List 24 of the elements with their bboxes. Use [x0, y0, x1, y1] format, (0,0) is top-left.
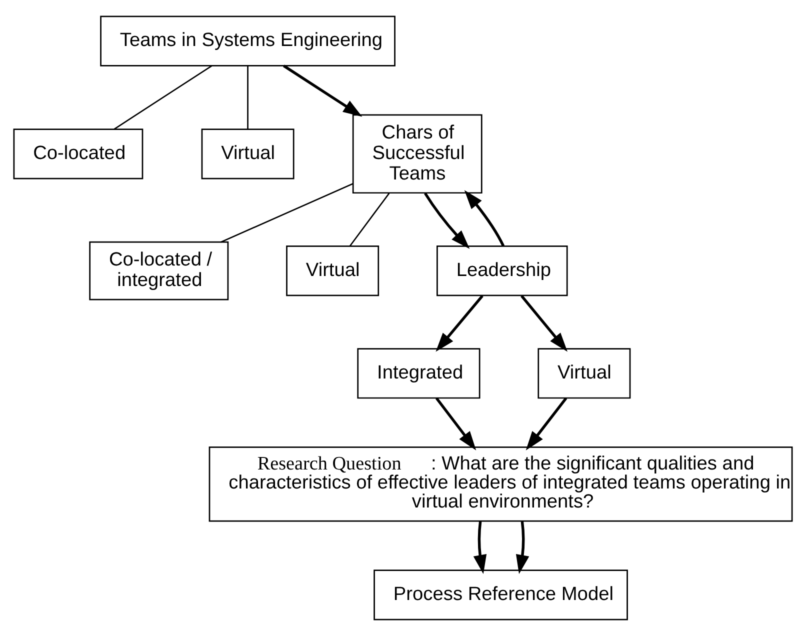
- arrow: [473, 520, 487, 574]
- arrow: [520, 294, 568, 352]
- arrow: [283, 64, 362, 116]
- arrow: [435, 396, 476, 450]
- node-box: Virtual: [201, 128, 294, 179]
- node-box: Process Reference Model: [374, 569, 628, 620]
- arrow: [424, 192, 470, 248]
- arrow: [516, 520, 530, 574]
- node-box: Co-located: [13, 128, 144, 179]
- node-box: Teams in Systems Engineering: [100, 15, 396, 66]
- node-box: Virtual: [538, 348, 631, 398]
- node-box: Co-located / integrated: [89, 240, 229, 300]
- node-box: Chars of Successful Teams: [352, 114, 482, 194]
- node-box: Virtual: [286, 245, 380, 296]
- arrow: [464, 190, 505, 246]
- node-box: Leadership: [436, 245, 568, 296]
- connector: [114, 64, 212, 130]
- arrow: [526, 396, 568, 450]
- arrow: [436, 294, 484, 352]
- connector: [247, 65, 248, 129]
- node-box: Integrated: [357, 348, 480, 398]
- node-box: Research Question: What are the significant qualities and characteristics of effective leaders of integrated teams operating in virtual environments?: [208, 446, 793, 522]
- connector: [350, 192, 390, 246]
- connector: [220, 182, 354, 242]
